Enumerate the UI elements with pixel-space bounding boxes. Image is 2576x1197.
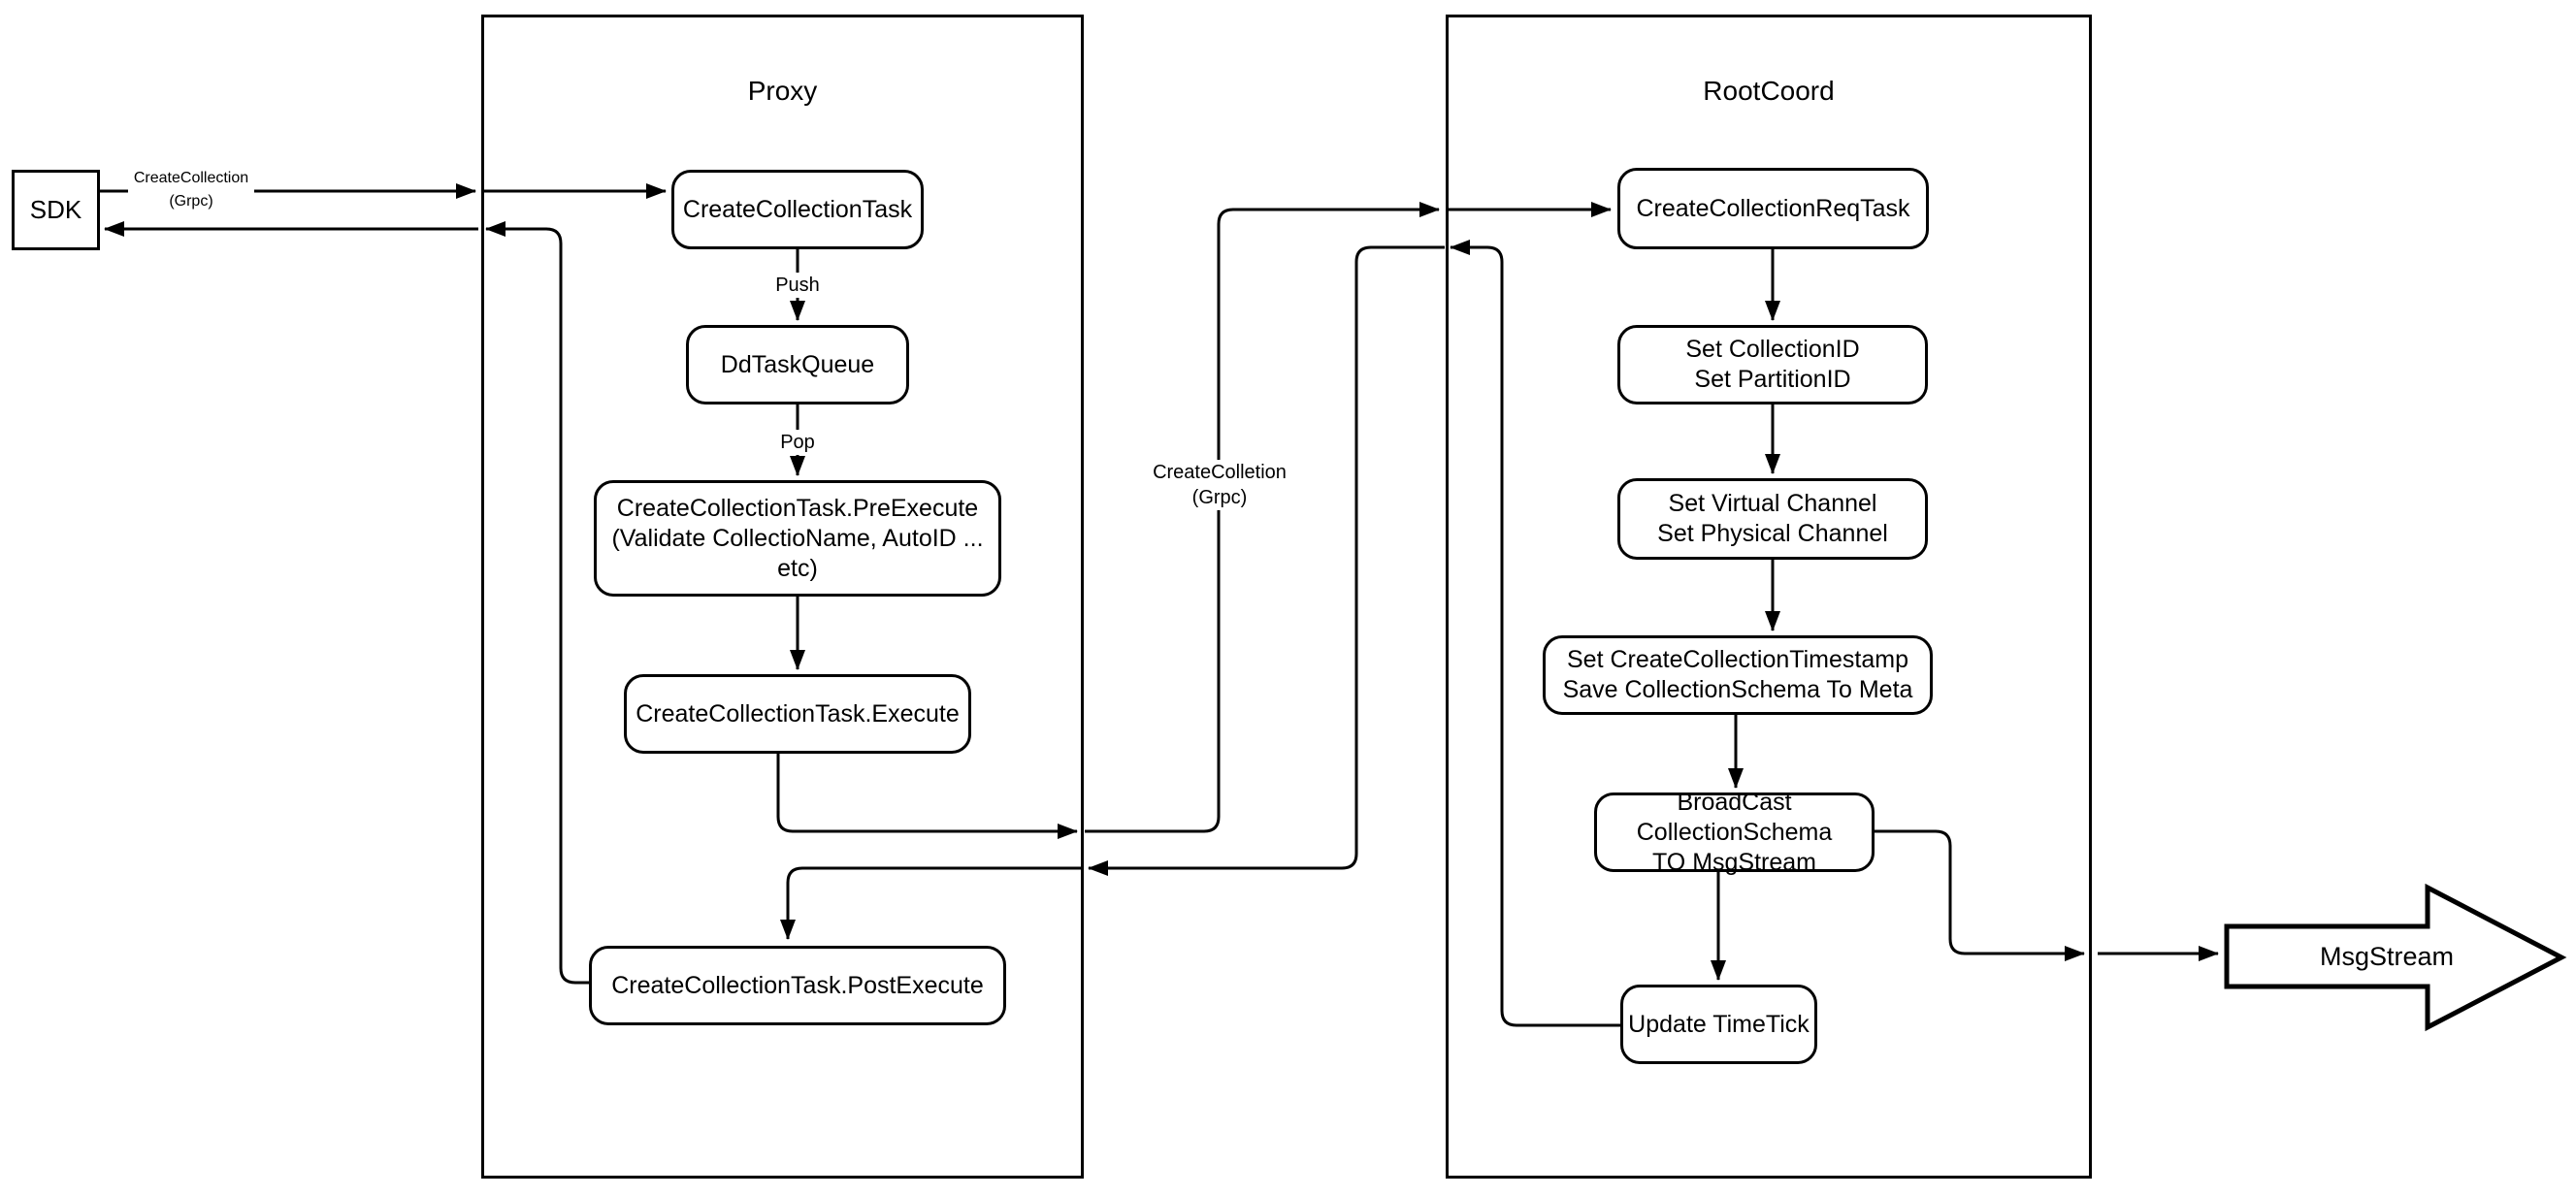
node-set-channels: Set Virtual Channel Set Physical Channel — [1617, 478, 1928, 560]
node-post-execute: CreateCollectionTask.PostExecute — [589, 946, 1006, 1025]
proxy-container: Proxy — [481, 15, 1084, 1179]
node-label-line1: CreateCollectionTask.PreExecute — [616, 494, 979, 522]
node-label: CreateCollectionTask.Execute — [636, 699, 960, 728]
edge-label-line1: CreateCollection — [133, 170, 249, 186]
node-create-collection-task: CreateCollectionTask — [671, 170, 924, 249]
edge-label-push: Push — [759, 273, 836, 298]
node-label-line1: Set CollectionID — [1685, 336, 1860, 363]
edge-bc-to-boundary — [1875, 829, 2085, 961]
node-label-line1: BroadCast CollectionSchema — [1636, 788, 1833, 846]
edge-label-create-collection-grpc: CreateCollection (Grpc) — [128, 165, 254, 215]
edge-label-line2: (Grpc) — [169, 193, 213, 210]
edge-utt-return — [1450, 240, 1620, 1027]
node-label-line1: Set Virtual Channel — [1668, 490, 1877, 517]
node-pre-execute: CreateCollectionTask.PreExecute (Validat… — [594, 480, 1001, 597]
proxy-title: Proxy — [747, 76, 818, 106]
edge-label-line1: CreateColletion — [1153, 462, 1287, 483]
node-sdk: SDK — [12, 170, 100, 250]
node-sdk-label: SDK — [29, 195, 82, 224]
node-dd-task-queue: DdTaskQueue — [686, 325, 909, 404]
edge-grpc-to-rootcoord — [1085, 202, 1440, 833]
rootcoord-title: RootCoord — [1703, 76, 1835, 106]
node-label-line2: Set Physical Channel — [1657, 520, 1888, 547]
node-execute: CreateCollectionTask.Execute — [624, 674, 971, 754]
node-label-line2: Set PartitionID — [1694, 366, 1851, 393]
edge-return-to-proxy — [1088, 245, 1445, 876]
rootcoord-container: RootCoord — [1446, 15, 2092, 1179]
node-label: Update TimeTick — [1628, 1010, 1810, 1038]
node-label-line2: Save CollectionSchema To Meta — [1562, 676, 1913, 703]
node-label-line2: (Validate CollectioName, AutoID ... etc) — [611, 524, 984, 582]
edge-label-create-colletion-grpc: CreateColletion (Grpc) — [1123, 460, 1317, 510]
msgstream-label: MsgStream — [2319, 942, 2455, 971]
node-label: DdTaskQueue — [720, 350, 875, 378]
node-broadcast: BroadCast CollectionSchema TO MsgStream — [1594, 789, 1875, 876]
node-label-line2: TO MsgStream — [1651, 848, 1817, 876]
edge-label-text: Push — [775, 275, 820, 296]
edge-label-text: Pop — [780, 432, 815, 453]
edge-label-line2: (Grpc) — [1191, 487, 1248, 508]
edge-post-return — [485, 221, 589, 985]
node-label: CreateCollectionTask.PostExecute — [611, 971, 984, 999]
edge-boundary-to-post — [780, 866, 1081, 940]
node-create-collection-req-task: CreateCollectionReqTask — [1617, 168, 1929, 249]
node-label: CreateCollectionReqTask — [1636, 194, 1910, 222]
node-set-timestamp: Set CreateCollectionTimestamp Save Colle… — [1543, 635, 1933, 715]
node-set-ids: Set CollectionID Set PartitionID — [1617, 325, 1928, 404]
node-label-line1: Set CreateCollectionTimestamp — [1567, 646, 1908, 673]
node-update-timetick: Update TimeTick — [1620, 985, 1817, 1064]
edge-exec-to-boundary — [776, 754, 1078, 839]
msgstream-arrow-shape — [2224, 883, 2567, 1032]
node-label: CreateCollectionTask — [682, 195, 913, 223]
edge-label-pop: Pop — [759, 430, 836, 455]
